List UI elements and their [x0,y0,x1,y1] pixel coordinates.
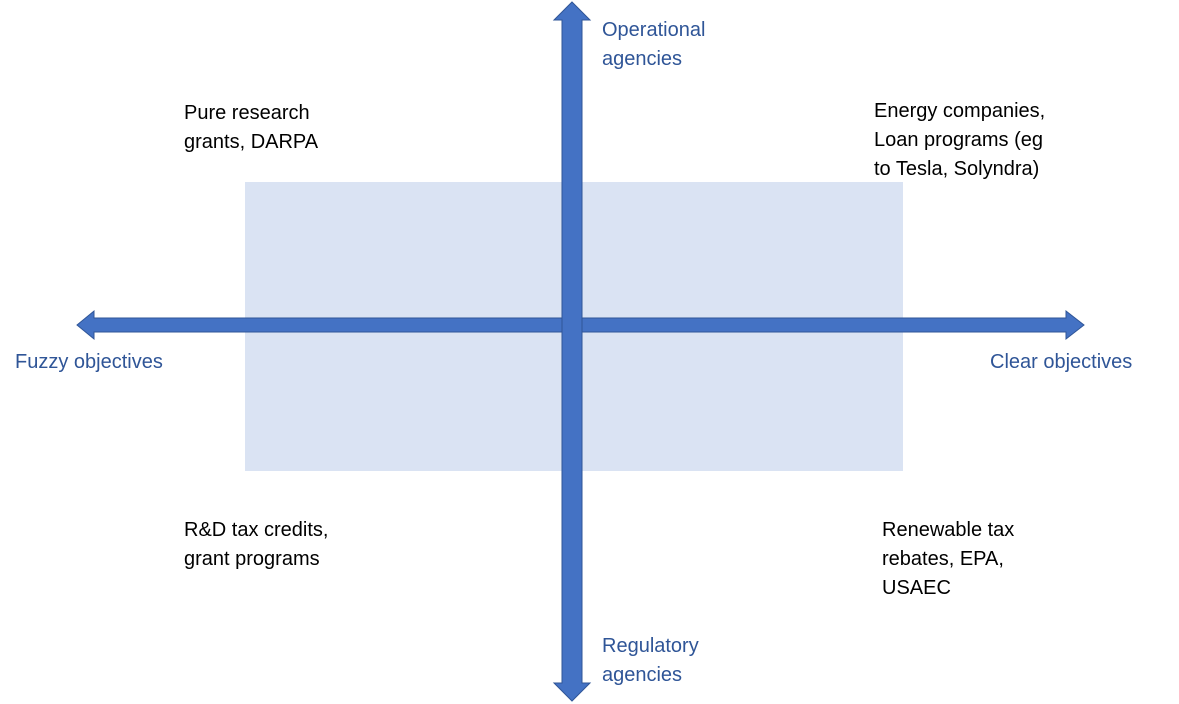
y-axis-top-label: Operational agencies [602,19,706,70]
x-axis-right-label: Clear objectives [990,351,1133,373]
quadrant-top-right-label: Energy companies, Loan programs (eg to T… [874,100,1046,180]
x-axis-left-label: Fuzzy objectives [15,351,163,373]
y-axis-bottom-label: Regulatory agencies [602,635,699,686]
quadrant-top-left-label: Pure research grants, DARPA [184,102,319,153]
vertical-axis-arrow [552,1,592,702]
quadrant-bottom-left-label: R&D tax credits, grant programs [184,519,329,570]
quadrant-bottom-right-label: Renewable tax rebates, EPA, USAEC [882,519,1015,599]
